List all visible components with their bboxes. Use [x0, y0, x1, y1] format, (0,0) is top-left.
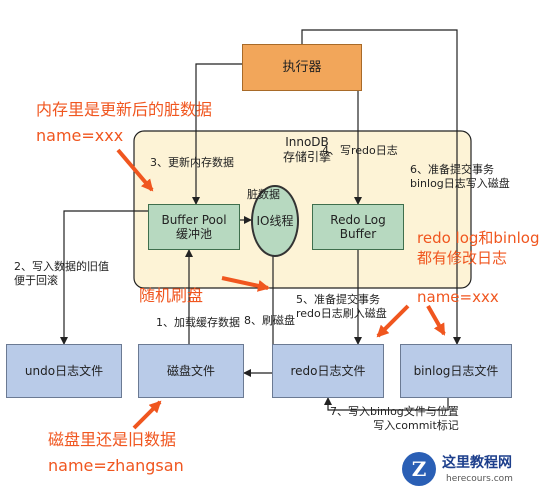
annotation-memory-dirty: 内存里是更新后的脏数据: [36, 100, 213, 119]
binlog-file-node: binlog日志文件: [400, 344, 512, 398]
buffer-pool-label: Buffer Pool 缓冲池: [161, 212, 227, 241]
red-arrow-redo: [376, 304, 410, 338]
red-arrow-memory: [116, 148, 154, 192]
executor-node: 执行器: [242, 44, 362, 91]
red-arrow-disk: [132, 400, 162, 430]
annotation-log-modified: redo log和binlog 都有修改日志: [417, 229, 540, 267]
step6-label: 6、准备提交事务 binlog日志写入磁盘: [410, 163, 510, 190]
redo-file-label: redo日志文件: [290, 363, 366, 378]
step5-label: 5、准备提交事务 redo日志刷入磁盘: [296, 293, 387, 320]
step7-label: 7、写入binlog文件与位置 写入commit标记: [330, 405, 459, 432]
arrow-step6: [301, 29, 461, 345]
binlog-file-label: binlog日志文件: [413, 363, 499, 378]
annotation-log-name: name=xxx: [417, 288, 499, 306]
step3-label: 3、更新内存数据: [150, 156, 234, 169]
watermark-url: herecours.com: [446, 474, 513, 484]
step4-label: 4、写redo日志: [322, 144, 398, 157]
undo-file-node: undo日志文件: [6, 344, 122, 398]
step1-label: 1、加载缓存数据: [156, 316, 240, 329]
executor-label: 执行器: [282, 59, 322, 75]
io-thread-label: IO线程: [256, 213, 294, 228]
arrow-step3: [192, 63, 242, 205]
watermark-logo-icon: Z: [402, 452, 436, 486]
annotation-disk-old: 磁盘里还是旧数据: [48, 430, 177, 449]
undo-file-label: undo日志文件: [24, 363, 104, 378]
annotation-memory-name: name=xxx: [36, 126, 124, 145]
redo-log-buffer-label: Redo Log Buffer: [330, 212, 386, 241]
arrow-step2: [60, 210, 148, 345]
buffer-pool-node: Buffer Pool 缓冲池: [148, 204, 240, 250]
red-arrow-binlog: [426, 305, 446, 336]
annotation-disk-name: name=zhangsan: [48, 456, 184, 475]
annotation-random-flush: 随机刷盘: [139, 286, 204, 305]
redo-log-buffer-node: Redo Log Buffer: [312, 204, 404, 250]
io-thread-node: IO线程: [251, 185, 299, 257]
innodb-label: InnoDB 存储引擎: [283, 135, 332, 164]
arrow-step7: [324, 397, 449, 411]
watermark: Z 这里教程网 herecours.com: [400, 448, 550, 493]
disk-file-node: 磁盘文件: [138, 344, 244, 398]
redo-file-node: redo日志文件: [272, 344, 384, 398]
disk-file-label: 磁盘文件: [166, 363, 215, 378]
step2-label: 2、写入数据的旧值 便于回滚: [14, 260, 109, 287]
step8-label: 8、刷磁盘: [244, 314, 295, 327]
watermark-title: 这里教程网: [442, 455, 512, 471]
red-arrow-random-flush: [221, 276, 270, 292]
dirty-data-label: 脏数据: [247, 188, 280, 201]
